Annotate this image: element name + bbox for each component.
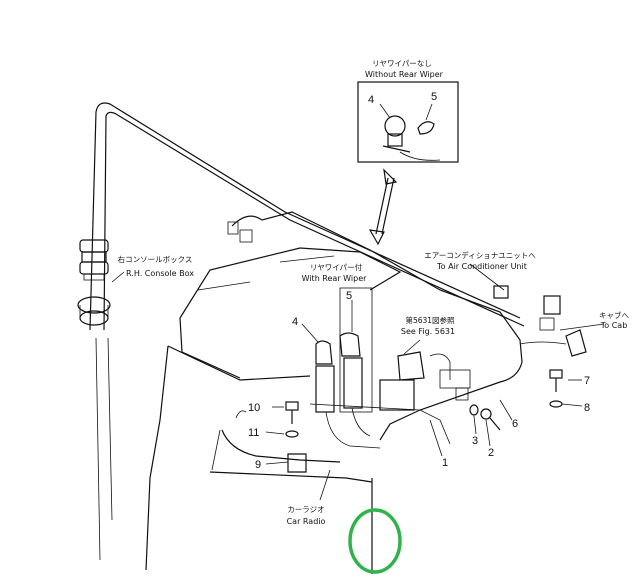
- part-9-label: 9: [255, 459, 261, 471]
- with-wiper-label-jp: リヤワイパー付: [310, 262, 363, 272]
- console-label: R.H. Console Box: [126, 269, 194, 278]
- without-wiper-label-jp: リヤワイパーなし: [372, 59, 432, 68]
- radio-label: Car Radio: [287, 517, 326, 526]
- leader-lines: [111, 263, 605, 501]
- main-harness: [221, 211, 523, 463]
- with-wiper-label: With Rear Wiper: [302, 274, 368, 283]
- part-3-label: 3: [472, 435, 478, 447]
- aircon-label-jp: エアーコンディショナユニットへ: [424, 250, 536, 260]
- cab-label-jp: キャブへ: [599, 310, 629, 320]
- see-fig-label: See Fig. 5631: [401, 327, 455, 336]
- double-arrow: [368, 168, 398, 246]
- part-5-label: 5: [346, 290, 352, 302]
- without-wiper-label: Without Rear Wiper: [365, 70, 444, 79]
- part-1-label: 1: [442, 457, 448, 469]
- highlight-circle: [348, 508, 402, 574]
- inset-without-rear-wiper: [357, 81, 459, 163]
- console-box-body: [145, 247, 402, 574]
- hardware: [285, 369, 563, 473]
- part-4-inset-label: 4: [368, 94, 374, 106]
- part-11-label: 11: [248, 427, 259, 439]
- part-5-inset-label: 5: [431, 91, 437, 103]
- part-4-label: 4: [292, 316, 298, 328]
- cab-label: To Cab: [600, 321, 628, 330]
- right-connectors: [379, 285, 587, 411]
- console-label-jp: 右コンソールボックス: [118, 254, 193, 264]
- radio-label-jp: カーラジオ: [287, 505, 324, 514]
- part-7-label: 7: [584, 375, 590, 387]
- console-connector: [77, 239, 111, 326]
- with-wiper-group: [301, 287, 381, 449]
- overhead-pipe: [89, 102, 525, 561]
- part-10-label: 10: [248, 402, 260, 414]
- part-8-label: 8: [584, 402, 590, 414]
- see-fig-label-jp: 第5631図参照: [405, 315, 455, 325]
- part-6-label: 6: [512, 418, 518, 430]
- part-2-label: 2: [488, 447, 494, 459]
- aircon-label: To Air Conditioner Unit: [436, 262, 527, 271]
